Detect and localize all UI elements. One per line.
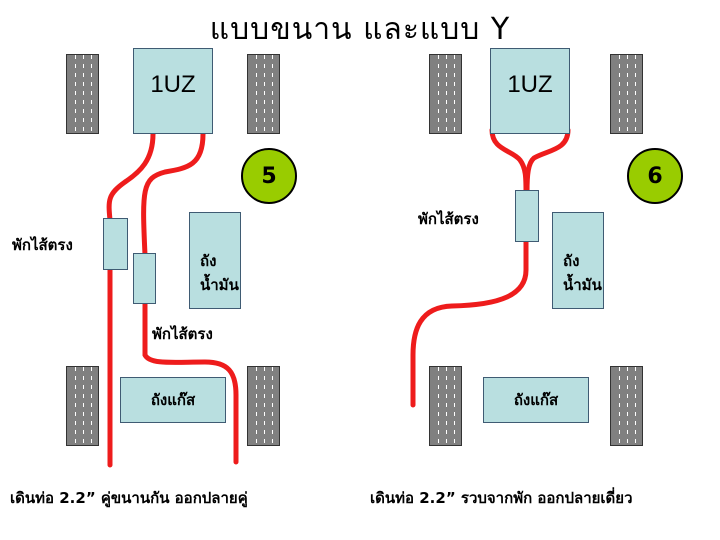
diagram-title: แบบขนาน และแบบ Y <box>209 12 511 47</box>
right-pipe-right-branch <box>524 127 571 195</box>
left-rear-left-tire <box>66 366 99 446</box>
left-gas-tank-label: ถังแก๊ส <box>150 391 196 409</box>
left-number-badge: 5 <box>241 148 297 204</box>
right-gas-tank-label: ถังแก๊ส <box>513 391 559 409</box>
left-rear-right-tire <box>247 366 280 446</box>
right-fuel-tank-label: ถังน้ำมัน <box>563 252 602 294</box>
right-rear-right-tire <box>610 366 643 446</box>
left-muffler-1 <box>103 218 128 270</box>
left-caption: เดินท่อ 2.2” คู่ขนานกัน ออกปลายคู่ <box>10 489 248 507</box>
right-engine-block: 1UZ <box>490 48 570 134</box>
right-pipe-tail <box>410 239 529 408</box>
right-pipe-left-branch <box>489 127 529 195</box>
right-muffler-label: พักไส้ตรง <box>418 210 479 228</box>
left-fuel-tank: ถังน้ำมัน <box>189 212 241 309</box>
left-fuel-tank-label: ถังน้ำมัน <box>200 252 239 294</box>
right-caption: เดินท่อ 2.2” รวบจากพัก ออกปลายเดี่ยว <box>370 489 633 507</box>
right-fuel-tank: ถังน้ำมัน <box>552 212 604 309</box>
left-engine-block: 1UZ <box>133 48 213 134</box>
right-gas-tank: ถังแก๊ส <box>483 377 589 423</box>
left-front-left-tire <box>66 54 99 134</box>
left-engine-label: 1UZ <box>150 71 196 98</box>
left-muffler-label-2: พักไส้ตรง <box>152 325 213 343</box>
right-number-badge: 6 <box>627 148 683 204</box>
left-gas-tank: ถังแก๊ส <box>120 377 226 423</box>
left-muffler-label-1: พักไส้ตรง <box>12 236 73 254</box>
left-muffler-2 <box>133 253 156 304</box>
right-engine-label: 1UZ <box>507 71 553 98</box>
right-front-left-tire <box>429 54 462 134</box>
left-front-right-tire <box>247 54 280 134</box>
right-rear-left-tire <box>429 366 462 446</box>
right-front-right-tire <box>610 54 643 134</box>
right-muffler <box>515 190 539 242</box>
left-pipe-1 <box>106 131 156 468</box>
